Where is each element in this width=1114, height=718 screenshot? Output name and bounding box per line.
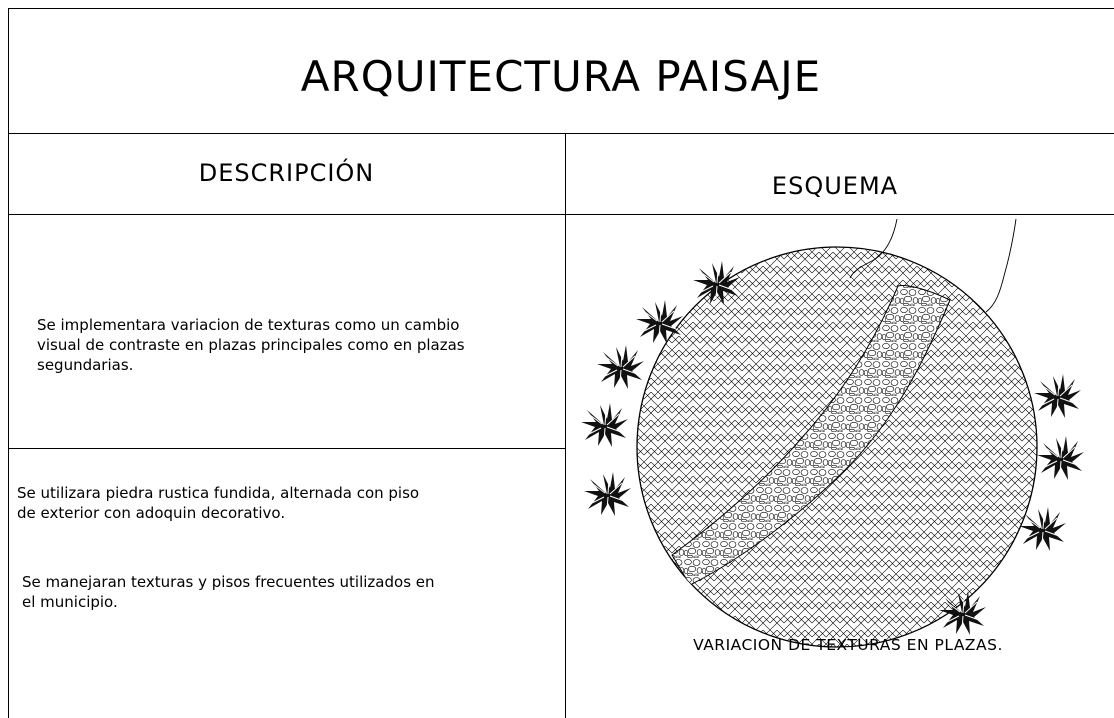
scheme-header: ESQUEMA bbox=[771, 172, 899, 200]
shrub-icon bbox=[1033, 373, 1082, 419]
description-text-1: Se implementara variacion de texturas co… bbox=[37, 316, 465, 374]
description-header: DESCRIPCIÓN bbox=[198, 159, 375, 187]
scheme-caption: VARIACION DE TEXTURAS EN PLAZAS. bbox=[693, 636, 1003, 654]
frame-top-border bbox=[8, 8, 1114, 9]
shrub-icon bbox=[1036, 435, 1085, 481]
shrub-icon bbox=[583, 471, 632, 517]
shrub-icon bbox=[580, 402, 629, 448]
description-text-2: Se utilizara piedra rustica fundida, alt… bbox=[17, 484, 420, 522]
header-divider bbox=[8, 214, 1114, 215]
description-text-3: Se manejaran texturas y pisos frecuentes… bbox=[22, 573, 435, 611]
title-divider bbox=[8, 133, 1114, 134]
frame-left-border bbox=[8, 8, 9, 718]
access-path-left bbox=[849, 218, 898, 279]
shrub-icon bbox=[596, 344, 645, 390]
page-title: ARQUITECTURA PAISAJE bbox=[300, 52, 822, 101]
description-divider bbox=[8, 448, 565, 449]
column-divider bbox=[565, 133, 566, 718]
access-path-right bbox=[985, 218, 1017, 313]
